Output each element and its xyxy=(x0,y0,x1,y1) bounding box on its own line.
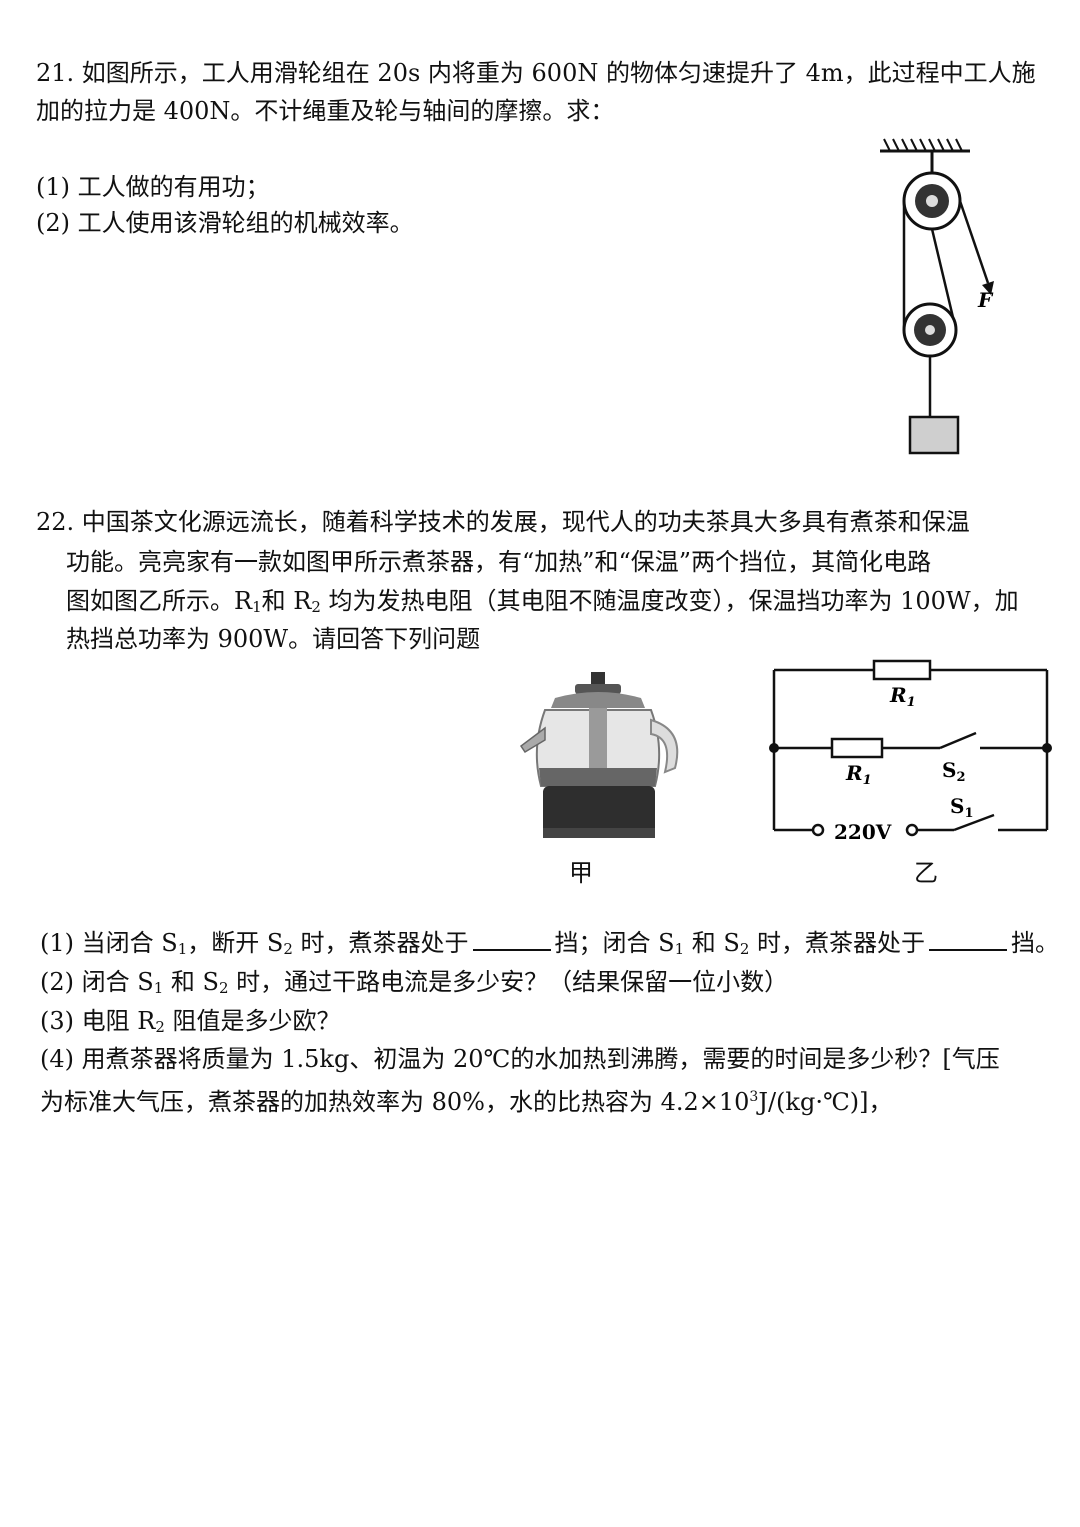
q22-subquestion-1: (1) 当闭合 S1，断开 S2 时，煮茶器处于挡；闭合 S1 和 S2 时，煮… xyxy=(40,927,1060,958)
tea-maker-illustration xyxy=(519,672,679,838)
figure-b-caption: 乙 xyxy=(914,859,938,887)
voltage-label: 220V xyxy=(834,820,892,844)
q22-stem-line-4: 热挡总功率为 900W。请回答下列问题 xyxy=(66,625,481,653)
circuit-diagram: R1 R1 S2 S1 220V xyxy=(769,659,1052,844)
q21-subquestion-2: (2) 工人使用该滑轮组的机械效率。 xyxy=(36,209,414,237)
q22-stem-line-2: 功能。亮亮家有一款如图甲所示煮茶器，有“加热”和“保温”两个挡位，其简化电路 xyxy=(66,548,932,576)
switch-s2-label: S2 xyxy=(942,758,966,785)
figure-a-caption: 甲 xyxy=(569,859,593,887)
pulley-system-figure: F xyxy=(880,138,994,455)
q22-subquestion-4-line-1: (4) 用煮茶器将质量为 1.5kg、初温为 20℃的水加热到沸腾，需要的时间是… xyxy=(40,1045,1000,1073)
q22-stem-line-1: 22. 中国茶文化源远流长，随着科学技术的发展，现代人的功夫茶具大多具有煮茶和保… xyxy=(36,508,970,536)
resistor-middle-label: R1 xyxy=(845,761,872,788)
answer-blank-1[interactable] xyxy=(472,927,551,951)
resistor-r1-top-label: R1 xyxy=(889,683,916,710)
q22-subquestion-2: (2) 闭合 S1 和 S2 时，通过干路电流是多少安？（结果保留一位小数） xyxy=(40,968,789,997)
q21-stem-line-2: 加的拉力是 400N。不计绳重及轮与轴间的摩擦。求： xyxy=(36,97,615,125)
force-label: F xyxy=(977,288,994,312)
q21-stem-line-1: 21. 如图所示，工人用滑轮组在 20s 内将重为 600N 的物体匀速提升了 … xyxy=(36,59,1036,87)
answer-blank-2[interactable] xyxy=(929,927,1008,951)
switch-s1-label: S1 xyxy=(950,794,974,821)
q22-subquestion-3: (3) 电阻 R2 阻值是多少欧？ xyxy=(40,1007,341,1036)
q21-subquestion-1: (1) 工人做的有用功； xyxy=(36,173,270,201)
q22-subquestion-4-line-2: 为标准大气压，煮茶器的加热效率为 80%，水的比热容为 4.2×103J/(kg… xyxy=(40,1088,893,1116)
q22-stem-line-3: 图如图乙所示。R1和 R2 均为发热电阻（其电阻不随温度改变），保温挡功率为 1… xyxy=(66,587,1019,616)
